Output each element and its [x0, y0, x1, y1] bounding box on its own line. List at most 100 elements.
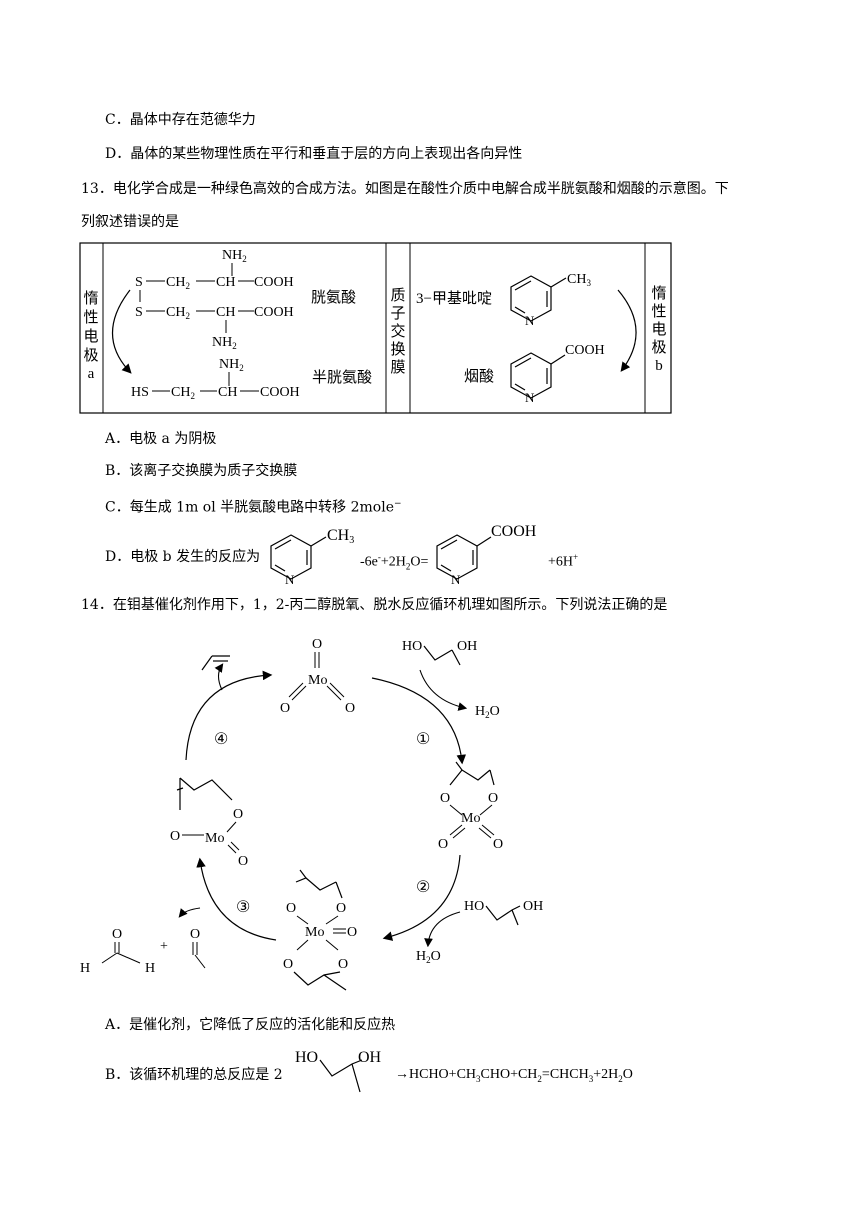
propylene: [201, 655, 230, 671]
svg-text:OH: OH: [523, 899, 543, 914]
svg-text:O: O: [336, 901, 346, 916]
svg-text:性: 性: [651, 303, 666, 320]
proton-exchange-membrane-label: 质 子 交 换 膜: [390, 287, 405, 376]
svg-text:CH3: CH3: [327, 527, 354, 546]
svg-text:S: S: [135, 305, 143, 320]
svg-text:Mo: Mo: [461, 811, 480, 826]
svg-text:极: 极: [83, 347, 98, 364]
svg-text:换: 换: [390, 341, 405, 358]
plus-sign: +: [160, 939, 168, 954]
q13-stem-line1: 13．电化学合成是一种绿色高效的合成方法。如图是在酸性介质中电解合成半胱氨酸和烟…: [81, 181, 729, 197]
svg-text:NH2: NH2: [212, 335, 237, 351]
q13-option-b: B．该离子交换膜为质子交换膜: [105, 463, 298, 479]
svg-text:N: N: [451, 572, 461, 587]
svg-text:CH3: CH3: [567, 272, 591, 288]
svg-text:CH2: CH2: [171, 385, 195, 401]
acetaldehyde: O: [190, 927, 206, 969]
svg-text:OH: OH: [358, 1049, 382, 1066]
svg-text:电: 电: [651, 321, 666, 338]
step-4-label: ④: [214, 731, 228, 748]
step-3-label: ③: [236, 899, 250, 916]
svg-text:H2O: H2O: [416, 949, 441, 965]
q14-stem: 14．在钼基催化剂作用下，1，2-丙二醇脱氧、脱水反应循环机理如图所示。下列说法…: [81, 597, 668, 613]
svg-text:Mo: Mo: [305, 925, 324, 940]
svg-text:CH: CH: [218, 385, 237, 400]
mo-bis-diolate: O O Mo O O O: [283, 869, 357, 991]
svg-text:O: O: [345, 701, 355, 716]
electrode-a-label: 惰 性 电 极 a: [83, 290, 98, 382]
svg-text:O: O: [438, 837, 448, 852]
cysteine-label: 半胱氨酸: [312, 369, 372, 386]
svg-text:O: O: [493, 837, 503, 852]
step-1-label: ①: [416, 731, 430, 748]
cysteine-structure: NH2 HS CH2 CH COOH: [131, 357, 300, 401]
svg-text:O: O: [238, 854, 248, 869]
svg-text:OH: OH: [457, 639, 477, 654]
svg-text:CH2: CH2: [166, 305, 190, 321]
catalytic-cycle-diagram: O Mo O O HO OH H2O ① ② ③ ④: [80, 637, 543, 991]
q13-option-d-middle: -6e-+2H2O=: [360, 552, 429, 572]
svg-text:N: N: [525, 390, 535, 405]
svg-text:膜: 膜: [390, 359, 405, 376]
svg-text:HS: HS: [131, 385, 149, 400]
svg-text:COOH: COOH: [254, 305, 294, 320]
moo3-top: O Mo O O: [280, 637, 355, 716]
svg-text:O: O: [280, 701, 290, 716]
q12-option-d: D．晶体的某些物理性质在平行和垂直于层的方向上表现出各向异性: [105, 146, 523, 162]
q13-option-a: A．电极 a 为阴极: [105, 431, 217, 447]
svg-text:COOH: COOH: [254, 275, 294, 290]
cystine-structure: NH2 S CH2 CH COOH S CH2 CH COOH NH2: [135, 248, 294, 351]
svg-text:a: a: [88, 366, 95, 382]
svg-text:惰: 惰: [83, 290, 98, 307]
propanediol-1: HO OH: [402, 639, 477, 666]
svg-text:O: O: [488, 791, 498, 806]
svg-text:极: 极: [651, 339, 666, 356]
methylpyridine-ring: [510, 275, 567, 322]
q12-option-c: C．晶体中存在范德华力: [105, 112, 256, 128]
mo-diolate-intermediate: O O Mo O O: [438, 761, 503, 852]
electrode-b-label: 惰 性 电 极 b: [651, 285, 666, 374]
reduction-arrow: [111, 289, 132, 374]
svg-text:O: O: [338, 957, 348, 972]
niacin-ring: [510, 352, 566, 399]
electrolysis-diagram: 惰 性 电 极 a 质 子 交 换 膜 惰 性 电 极 b NH2 S CH2 …: [79, 242, 672, 414]
svg-text:H: H: [80, 961, 90, 976]
svg-text:O: O: [347, 925, 357, 940]
mo-monodiolate-left: O O Mo O: [170, 777, 248, 869]
svg-text:NH2: NH2: [222, 248, 247, 264]
q13-stem-line2: 列叙述错误的是: [81, 214, 179, 230]
svg-text:COOH: COOH: [260, 385, 300, 400]
svg-text:HO: HO: [295, 1049, 318, 1066]
svg-text:子: 子: [390, 305, 405, 322]
svg-text:COOH: COOH: [565, 343, 605, 358]
svg-text:O: O: [286, 901, 296, 916]
q13-option-d-suffix: +6H+: [548, 552, 579, 570]
svg-text:CH: CH: [216, 275, 235, 290]
svg-text:性: 性: [83, 309, 98, 326]
svg-text:O: O: [190, 927, 200, 942]
svg-text:O: O: [440, 791, 450, 806]
formaldehyde: O H H: [80, 927, 155, 976]
option-d-equation-structures: N CH3 N COOH: [270, 523, 537, 587]
svg-text:NH2: NH2: [219, 357, 244, 373]
svg-text:质: 质: [390, 287, 405, 304]
pyridine-n: N: [525, 313, 535, 328]
svg-text:b: b: [655, 358, 663, 374]
svg-text:CH: CH: [216, 305, 235, 320]
svg-text:Mo: Mo: [205, 831, 224, 846]
svg-text:O: O: [170, 829, 180, 844]
svg-text:H: H: [145, 961, 155, 976]
oxidation-arrow: [617, 289, 637, 372]
q13-option-c: C．每生成 1m ol 半胱氨酸电路中转移 2mole−: [105, 499, 402, 516]
svg-text:O: O: [112, 927, 122, 942]
q14-option-b-prefix: B．该循环机理的总反应是 2: [105, 1067, 283, 1083]
cystine-label: 胱氨酸: [311, 289, 356, 306]
diagram-frame: [79, 242, 672, 414]
propanediol-2: HO OH: [464, 899, 543, 926]
svg-text:COOH: COOH: [491, 523, 537, 540]
svg-text:N: N: [285, 572, 295, 587]
svg-text:Mo: Mo: [308, 673, 327, 688]
q13-option-d-prefix: D．电极 b 发生的反应为: [105, 549, 261, 565]
svg-text:O: O: [283, 957, 293, 972]
svg-text:电: 电: [83, 328, 98, 345]
